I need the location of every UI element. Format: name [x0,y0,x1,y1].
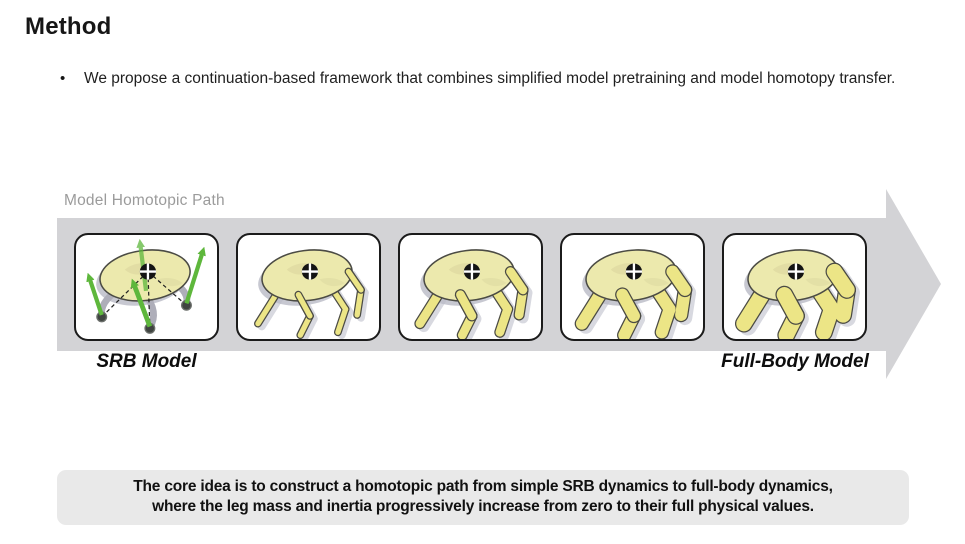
model-box-srb-model [74,233,219,341]
diagram-title: Model Homotopic Path [64,192,225,209]
slide-title: Method [25,13,112,40]
robot-model-illustration [574,249,697,339]
full-body-model-label: Full-Body Model [721,351,869,372]
core-idea-box: The core idea is to construct a homotopi… [57,470,909,525]
bullet-text: We propose a continuation-based framewor… [84,70,896,87]
model-box-homotopy-stage-2 [236,233,381,341]
robot-model-illustration [414,249,533,339]
core-idea-line-1: The core idea is to construct a homotopi… [133,478,833,495]
model-box-homotopy-stage-3 [398,233,543,341]
core-idea-line-2: where the leg mass and inertia progressi… [152,498,814,515]
bullet-marker: • [60,70,66,87]
model-box-homotopy-stage-4 [560,233,705,341]
robot-model-illustration [734,249,860,339]
srb-model-illustration [86,238,206,334]
srb-model-label: SRB Model [96,351,197,372]
model-box-full-body-model [722,233,867,341]
bullet-item: • We propose a continuation-based framew… [60,68,900,89]
robot-model-illustration [254,249,369,339]
